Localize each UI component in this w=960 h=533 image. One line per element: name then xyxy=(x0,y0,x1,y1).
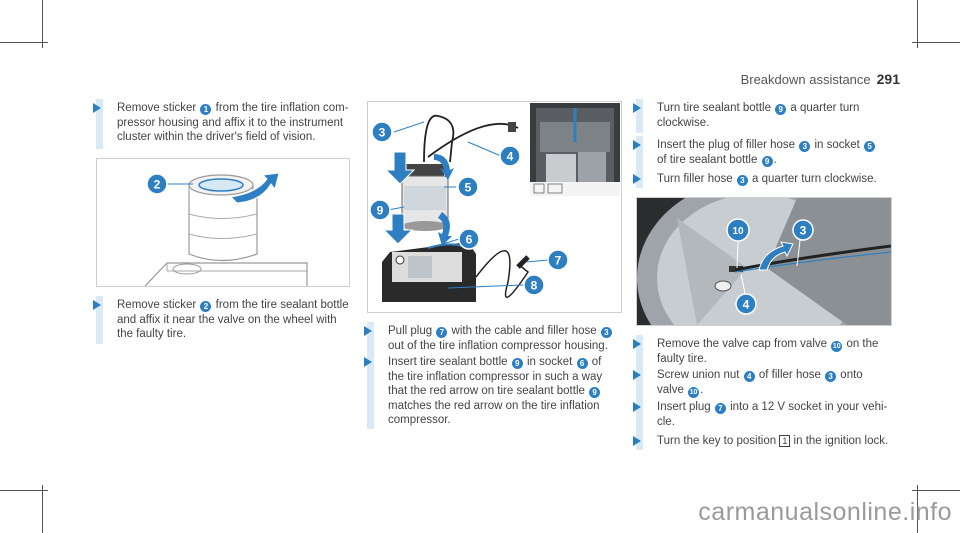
callout-label: 2 xyxy=(154,178,161,192)
crop-mark xyxy=(917,485,918,533)
instruction-step: Insert tire sealant bottle 9 in socket 6… xyxy=(364,353,637,429)
callout-badge: 7 xyxy=(436,327,448,338)
svg-text:7: 7 xyxy=(555,254,562,268)
callout-badge: 10 xyxy=(688,386,700,398)
callout-3: 3 xyxy=(792,219,814,241)
instruction-step: Turn tire sealant bottle 9 a quarter tur… xyxy=(633,99,896,133)
step-arrow-icon xyxy=(633,140,641,150)
svg-text:6: 6 xyxy=(466,233,473,247)
crop-mark xyxy=(912,42,960,43)
callout-badge: 9 xyxy=(775,104,787,115)
step-text: Turn the key to position 1 in the igniti… xyxy=(657,435,889,447)
step-arrow-icon xyxy=(633,436,641,446)
callout-4: 4 xyxy=(499,145,521,167)
instruction-step: Insert plug 7 into a 12 V socket in your… xyxy=(633,398,896,432)
callout-badge: 3 xyxy=(600,327,612,338)
step-text: Remove sticker 1 from the tire inflation… xyxy=(117,102,349,143)
crop-mark xyxy=(0,42,48,43)
step-text: Insert tire sealant bottle 9 in socket 6… xyxy=(388,356,603,426)
svg-text:8: 8 xyxy=(531,279,538,293)
step-arrow-icon xyxy=(633,103,641,113)
callout-7: 7 xyxy=(547,249,569,271)
step-arrow-icon xyxy=(93,103,101,113)
instruction-step: Remove the valve cap from valve 10 on th… xyxy=(633,335,896,369)
callout-5: 5 xyxy=(457,176,479,198)
figure-sealant-kit: 3 4 5 9 6 7 8 xyxy=(367,101,622,313)
crop-mark xyxy=(917,0,918,48)
callout-badge: 9 xyxy=(511,358,523,369)
callout-6: 6 xyxy=(458,228,480,250)
crop-mark xyxy=(42,0,43,48)
svg-text:9: 9 xyxy=(377,204,384,218)
callout-3: 3 xyxy=(371,121,393,143)
step-arrow-icon xyxy=(364,357,372,367)
callout-badge: 9 xyxy=(761,155,773,167)
svg-text:3: 3 xyxy=(800,224,807,238)
callout-badge: 9 xyxy=(589,387,601,398)
step-arrow-icon xyxy=(364,326,372,336)
page-header: Breakdown assistance 291 xyxy=(741,71,900,87)
step-text: Turn tire sealant bottle 9 a quarter tur… xyxy=(657,102,860,129)
step-arrow-icon xyxy=(93,300,101,310)
step-bar xyxy=(636,99,643,133)
callout-badge: 4 xyxy=(743,371,755,382)
step-bar xyxy=(96,296,103,344)
callout-badge: 10 xyxy=(831,341,843,352)
step-arrow-icon xyxy=(633,370,641,380)
step-bar xyxy=(636,136,643,170)
callout-8: 8 xyxy=(523,274,545,296)
section-title: Breakdown assistance xyxy=(740,72,871,87)
page-number: 291 xyxy=(876,71,900,87)
step-arrow-icon xyxy=(633,339,641,349)
step-text: Pull plug 7 with the cable and filler ho… xyxy=(388,324,613,353)
callout-badge: 7 xyxy=(714,403,726,414)
ignition-position-key: 1 xyxy=(779,435,791,447)
figure-valve-hose: 10 3 4 xyxy=(577,158,892,378)
callout-badge: 2 xyxy=(200,301,212,312)
callout-badge: 6 xyxy=(576,358,588,369)
watermark: carmanualsonline.info xyxy=(698,498,952,526)
step-bar xyxy=(636,335,643,369)
step-bar xyxy=(367,322,374,356)
callout-9: 9 xyxy=(369,199,391,221)
callout-2 xyxy=(146,173,168,195)
callout-badge: 5 xyxy=(864,141,876,152)
instruction-step: Insert the plug of filler hose 3 in sock… xyxy=(633,136,896,170)
callout-badge: 3 xyxy=(799,141,811,152)
crop-mark xyxy=(0,490,48,491)
step-text: Turn filler hose 3 a quarter turn clockw… xyxy=(657,173,877,186)
step-text: Remove the valve cap from valve 10 on th… xyxy=(657,338,879,365)
callout-badge: 3 xyxy=(825,371,837,382)
step-bar xyxy=(636,366,643,400)
instruction-step: Remove sticker 1 from the tire inflation… xyxy=(93,99,356,149)
crop-mark xyxy=(42,485,43,533)
step-bar xyxy=(636,398,643,432)
instruction-step: Screw union nut 4 of filler hose 3 onto … xyxy=(633,366,896,400)
callout-4: 4 xyxy=(735,293,757,315)
step-arrow-icon xyxy=(633,402,641,412)
step-text: Insert the plug of filler hose 3 in sock… xyxy=(657,138,876,167)
svg-text:10: 10 xyxy=(732,226,744,237)
svg-text:4: 4 xyxy=(507,150,514,164)
svg-text:3: 3 xyxy=(379,126,386,140)
callout-10: 10 xyxy=(726,218,750,242)
step-text: Screw union nut 4 of filler hose 3 onto … xyxy=(657,369,863,398)
crop-mark xyxy=(912,490,960,491)
instruction-step: Pull plug 7 with the cable and filler ho… xyxy=(364,322,637,356)
instruction-step: Turn filler hose 3 a quarter turn clockw… xyxy=(633,170,896,188)
figure-sticker-compressor: 2 xyxy=(96,158,350,287)
svg-text:4: 4 xyxy=(743,298,750,312)
step-bar xyxy=(96,99,103,149)
svg-text:5: 5 xyxy=(465,181,472,195)
step-bar xyxy=(367,353,374,429)
callout-badge: 3 xyxy=(736,175,748,186)
callout-badge: 1 xyxy=(200,104,212,115)
step-arrow-icon xyxy=(633,174,641,184)
instruction-step: Remove sticker 2 from the tire sealant b… xyxy=(93,296,356,344)
step-text: Insert plug 7 into a 12 V socket in your… xyxy=(657,401,888,428)
step-text: Remove sticker 2 from the tire sealant b… xyxy=(117,299,349,340)
instruction-step: Turn the key to position 1 in the igniti… xyxy=(633,432,906,450)
